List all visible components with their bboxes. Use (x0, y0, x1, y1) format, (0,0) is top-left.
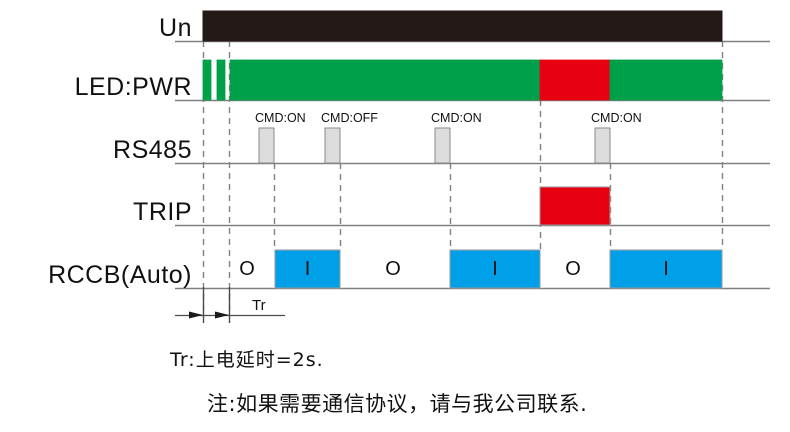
rccb-state-label-off-2: O (565, 258, 581, 280)
row-label-un: Un (159, 14, 192, 42)
row-label-rs485: RS485 (113, 136, 192, 164)
trip-waveform-segment-0 (539, 186, 611, 226)
rccb-state-label-on-0: I (304, 258, 311, 280)
rs485-pulse-label-3: CMD:ON (591, 111, 642, 125)
rs485-pulse-label-0: CMD:ON (255, 111, 306, 125)
rccb-state-label-on-2: I (663, 258, 669, 280)
led-waveform-segment-2 (229, 59, 541, 101)
rs485-pulse-label-1: CMD:OFF (321, 111, 378, 125)
rccb-state-label-on-1: I (492, 258, 498, 280)
tr-arrowhead-left (189, 311, 203, 319)
led-waveform-segment-3 (539, 59, 611, 101)
rs485-pulse-0 (258, 127, 275, 164)
led-waveform-segment-4 (609, 59, 723, 101)
row-label-trip: TRIP (133, 198, 192, 226)
tr-dimension-label: Tr (252, 297, 266, 314)
note-text-0: Tr:上电延时=2s. (170, 349, 324, 371)
rs485-pulse-label-2: CMD:ON (431, 111, 482, 125)
led-waveform-segment-1 (216, 59, 226, 101)
rccb-state-label-off-0: O (239, 258, 255, 280)
rccb-closed-block-1 (449, 249, 541, 289)
rccb-closed-block-2 (609, 249, 723, 289)
rccb-state-label-off-1: O (385, 258, 401, 280)
rs485-pulse-3 (594, 127, 611, 164)
rs485-pulse-1 (324, 127, 341, 164)
un-waveform-segment-0 (202, 10, 723, 42)
row-label-led: LED:PWR (74, 73, 192, 101)
led-waveform-segment-0 (202, 59, 212, 101)
tr-arrowhead-right (215, 311, 229, 319)
note-text-1: 注:如果需要通信协议，请与我公司联系. (207, 392, 588, 416)
rccb-closed-block-0 (274, 249, 341, 289)
row-label-rccb: RCCB(Auto) (48, 261, 192, 289)
rs485-pulse-2 (434, 127, 451, 164)
